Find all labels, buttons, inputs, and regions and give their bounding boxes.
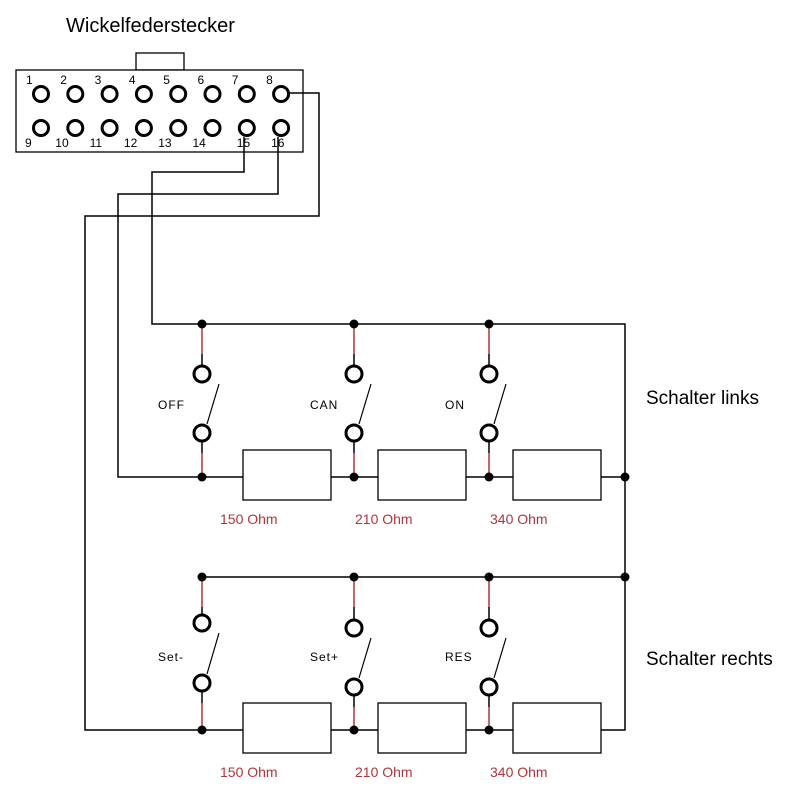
switch-on[interactable]: ON <box>445 319 507 482</box>
resistor-label: 340 Ohm <box>490 511 548 527</box>
switch-blade <box>358 383 372 425</box>
pin-label: 9 <box>25 136 32 150</box>
pin-label: 6 <box>198 73 205 87</box>
connector-title: Wickelfederstecker <box>66 15 235 37</box>
connector-pin <box>32 85 50 103</box>
connector-pin <box>272 119 291 137</box>
switch-set[interactable]: Set+ <box>310 572 372 735</box>
switch-off[interactable]: OFF <box>158 319 220 482</box>
pin-label: 7 <box>232 73 239 87</box>
group-label: Schalter links <box>646 388 759 409</box>
pin-label: 4 <box>129 73 136 87</box>
connector-pin <box>237 119 256 137</box>
pin-label: 2 <box>60 73 67 87</box>
pin-label: 12 <box>124 136 138 150</box>
connector-pin <box>100 119 119 137</box>
resistor-label: 150 Ohm <box>220 764 278 780</box>
switch-contact <box>344 677 364 697</box>
junction-dot <box>620 572 630 582</box>
pin-label: 14 <box>193 136 207 150</box>
wire-right-bus <box>202 323 626 731</box>
junction-dot <box>620 472 630 482</box>
junction-dot <box>349 472 359 482</box>
switch-group: OFF CAN ON 150 Ohm 210 Ohm 340 Ohm Schalter li… <box>158 319 759 527</box>
connector-pin <box>169 85 188 103</box>
junction-dot <box>484 725 494 735</box>
resistor-label: 150 Ohm <box>220 511 278 527</box>
group-label: Schalter rechts <box>646 649 773 670</box>
resistor <box>512 702 602 754</box>
switch-contact <box>479 618 499 638</box>
switch-blade <box>493 383 507 425</box>
connector-pin <box>272 85 291 103</box>
switch-contact <box>479 423 499 443</box>
connector-pin <box>100 85 119 103</box>
junction-dot <box>197 472 207 482</box>
switch-label: CAN <box>310 398 338 412</box>
switch-contact <box>344 423 364 443</box>
junction-dot <box>197 725 207 735</box>
switch-contact <box>479 677 499 697</box>
switch-label: Set- <box>158 650 184 664</box>
resistor <box>512 449 602 501</box>
connector-pin <box>66 119 85 137</box>
connector-pin <box>237 85 256 103</box>
connector-pin <box>32 119 50 137</box>
resistor <box>242 702 332 754</box>
switch-contact <box>192 423 212 443</box>
switch-can[interactable]: CAN <box>310 319 372 482</box>
switch-blade <box>206 383 220 425</box>
resistor <box>242 449 332 501</box>
pin-label: 10 <box>55 136 69 150</box>
connector-latch <box>135 52 185 71</box>
resistor-label: 210 Ohm <box>355 511 413 527</box>
switch-blade <box>206 632 220 675</box>
switch-contact <box>192 613 212 633</box>
switch-label: Set+ <box>310 650 339 664</box>
connector-pin <box>169 119 188 137</box>
pin-label: 1 <box>26 73 33 87</box>
junction-dot <box>349 725 359 735</box>
connector-pin <box>134 85 153 103</box>
pin-label: 8 <box>266 73 273 87</box>
switch-contact <box>479 364 499 384</box>
pin-label: 5 <box>163 73 170 87</box>
connector-pin <box>203 85 222 103</box>
resistor <box>377 449 467 501</box>
junction-dot <box>484 472 494 482</box>
pin-label: 13 <box>158 136 172 150</box>
connector-pin <box>66 85 85 103</box>
wire-pin15 <box>151 137 245 325</box>
pin-label: 3 <box>95 73 102 87</box>
switch-set[interactable]: Set- <box>158 572 220 735</box>
switch-label: RES <box>445 650 473 664</box>
resistor <box>377 702 467 754</box>
connector-housing <box>15 69 304 153</box>
switch-label: OFF <box>158 398 185 412</box>
switch-contact <box>344 618 364 638</box>
switch-group: Set- Set+ RES 150 Ohm 210 Ohm 340 Ohm Schalter… <box>158 572 773 780</box>
resistor-label: 210 Ohm <box>355 764 413 780</box>
switch-blade <box>493 637 507 679</box>
wire-pin8 <box>84 92 320 731</box>
wire-pin16 <box>117 137 279 478</box>
connector-pin <box>203 119 222 137</box>
switch-groups: OFF CAN ON 150 Ohm 210 Ohm 340 Ohm Schalter li… <box>158 319 773 780</box>
resistor-label: 340 Ohm <box>490 764 548 780</box>
pin-label: 11 <box>90 136 103 150</box>
switch-contact <box>192 364 212 384</box>
switch-label: ON <box>445 398 465 412</box>
switch-contact <box>192 673 212 693</box>
switch-blade <box>358 637 372 679</box>
connector-pin <box>134 119 153 137</box>
switch-res[interactable]: RES <box>445 572 507 735</box>
switch-contact <box>344 364 364 384</box>
